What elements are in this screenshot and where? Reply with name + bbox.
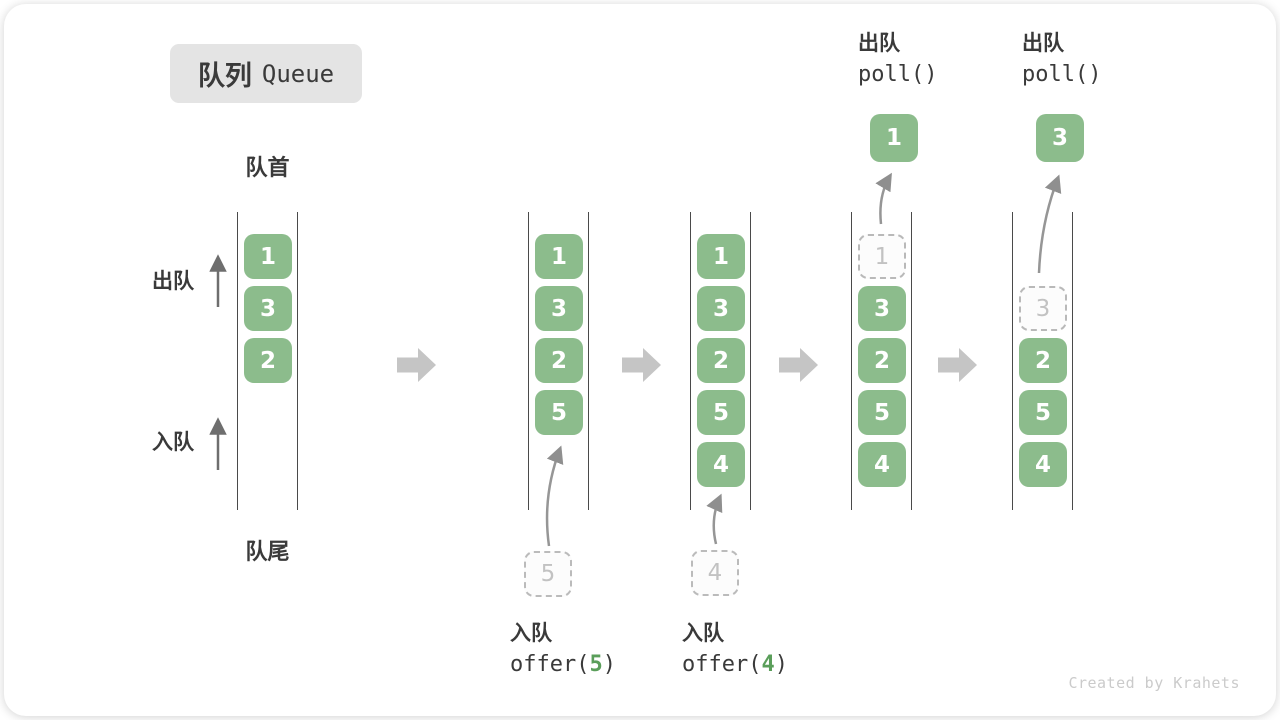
queue-cell: 2 <box>1019 338 1067 383</box>
op-code: offer(5) <box>510 652 616 677</box>
dequeue-side-label: 出队 <box>152 269 194 293</box>
queue-cell: 2 <box>244 338 292 383</box>
queue-state-5: 3 2 5 4 <box>1012 212 1073 510</box>
queue-front-label: 队首 <box>245 156 290 181</box>
queue-cell: 2 <box>535 338 583 383</box>
op-label-zh: 出队 <box>1022 31 1064 55</box>
poll-operation-label-2: 出队 poll() <box>1022 28 1101 91</box>
queue-state-1: 1 3 2 <box>237 212 298 510</box>
queue-cell: 5 <box>697 390 745 435</box>
queue-cell: 3 <box>535 286 583 331</box>
title-english: Queue <box>261 59 335 88</box>
op-code-argument: 4 <box>761 652 775 677</box>
staged-element-5: 5 <box>524 551 572 597</box>
credit-text: Created by Krahets <box>1068 674 1240 692</box>
queue-cell: 1 <box>697 234 745 279</box>
queue-cell: 5 <box>535 390 583 435</box>
queue-cell: 5 <box>858 390 906 435</box>
op-code-argument: 5 <box>589 652 603 677</box>
staged-element-4: 4 <box>691 550 739 596</box>
op-code: offer(4) <box>682 652 788 677</box>
op-label-zh: 入队 <box>682 621 724 645</box>
polled-element-3: 3 <box>1036 114 1084 162</box>
queue-cell: 5 <box>1019 390 1067 435</box>
queue-cell: 4 <box>697 442 745 487</box>
state-transition-arrow-icon <box>622 348 661 382</box>
queue-rear-label: 队尾 <box>245 540 290 565</box>
queue-cell-removed: 1 <box>858 234 906 279</box>
op-code: poll() <box>1022 62 1102 87</box>
op-label-zh: 出队 <box>858 31 900 55</box>
op-code: poll() <box>858 62 938 87</box>
queue-cell: 1 <box>535 234 583 279</box>
diagram-title: 队列 Queue <box>170 44 362 103</box>
state-transition-arrow-icon <box>938 348 977 382</box>
queue-cell: 1 <box>244 234 292 279</box>
op-label-zh: 入队 <box>510 621 552 645</box>
queue-cell: 4 <box>1019 442 1067 487</box>
queue-cell: 2 <box>697 338 745 383</box>
queue-cell-removed: 3 <box>1019 286 1067 331</box>
queue-cell: 3 <box>697 286 745 331</box>
state-transition-arrow-icon <box>397 348 436 382</box>
queue-state-2: 1 3 2 5 <box>528 212 589 510</box>
state-transition-arrow-icon <box>779 348 818 382</box>
queue-cell: 3 <box>858 286 906 331</box>
polled-element-1: 1 <box>870 114 918 162</box>
enqueue-side-label: 入队 <box>152 430 194 454</box>
queue-state-3: 1 3 2 5 4 <box>690 212 751 510</box>
queue-state-4: 1 3 2 5 4 <box>851 212 912 510</box>
queue-cell: 2 <box>858 338 906 383</box>
poll-operation-label-1: 出队 poll() <box>858 28 937 91</box>
offer-operation-label-4: 入队 offer(4) <box>682 618 788 681</box>
title-chinese: 队列 <box>197 61 252 92</box>
queue-cell: 4 <box>858 442 906 487</box>
offer-operation-label-5: 入队 offer(5) <box>510 618 616 681</box>
queue-cell: 3 <box>244 286 292 331</box>
